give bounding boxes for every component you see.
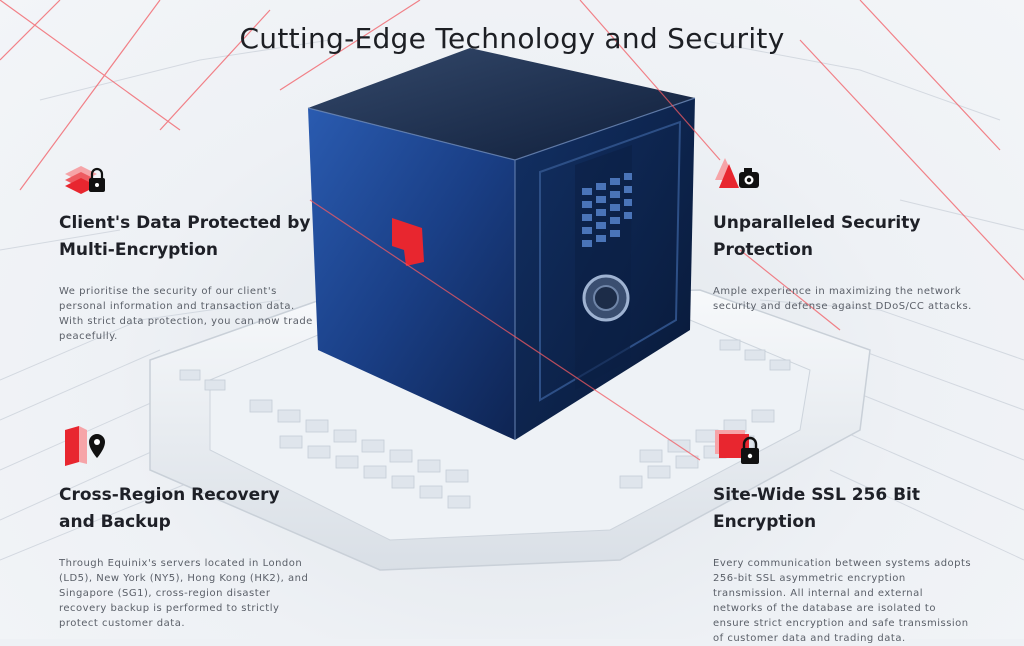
map-pin-icon: [59, 424, 107, 468]
feature-title: Site-Wide SSL 256 Bit Encryption: [713, 485, 921, 532]
layers-lock-icon: [59, 152, 107, 196]
warning-camera-icon: [713, 152, 761, 196]
feature-title: Client's Data Protected by Multi-Encrypt…: [59, 213, 311, 260]
window-lock-icon: [713, 424, 761, 468]
feature-description: Ample experience in maximizing the netwo…: [713, 286, 972, 312]
feature-ssl-encryption: Site-Wide SSL 256 Bit Encryption Every c…: [713, 424, 973, 646]
feature-data-protection: Client's Data Protected by Multi-Encrypt…: [59, 152, 319, 344]
feature-cross-region-backup: Cross-Region Recovery and Backup Through…: [59, 424, 319, 631]
page-title: Cutting-Edge Technology and Security: [239, 22, 785, 55]
feature-title: Cross-Region Recovery and Backup: [59, 485, 280, 532]
feature-description: Through Equinix's servers located in Lon…: [59, 558, 309, 629]
feature-title: Unparalleled Security Protection: [713, 213, 921, 260]
feature-description: Every communication between systems adop…: [713, 558, 972, 644]
feature-description: We prioritise the security of our client…: [59, 286, 313, 342]
feature-security-protection: Unparalleled Security Protection Ample e…: [713, 152, 973, 314]
